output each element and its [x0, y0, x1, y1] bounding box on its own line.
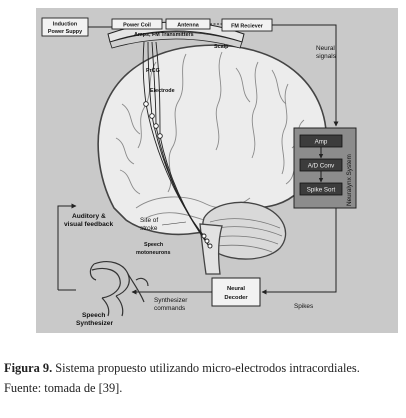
- feedback-line1: Auditory &: [72, 213, 106, 220]
- electrode-tips: [143, 101, 213, 249]
- induction-power-line1: Induction: [53, 22, 77, 28]
- caption-label: Figura 9.: [4, 361, 53, 375]
- electrode-label: Electrode: [150, 88, 175, 94]
- ad-conv-label: A/D Conv: [308, 163, 335, 170]
- spike-sort-label: Spike Sort: [307, 187, 336, 194]
- feedback-line2: visual feedback: [64, 221, 113, 228]
- antenna-box: Antenna: [165, 18, 211, 30]
- power-coil-label: Power Coil: [123, 23, 151, 29]
- neural-signals-line2: signals: [316, 53, 336, 60]
- neural-decoder-line2: Decoder: [224, 295, 248, 301]
- spikes-label: Spikes: [294, 303, 313, 310]
- site-stroke-line1: Site of: [140, 217, 158, 224]
- induction-power-line2: Power Suppy: [48, 29, 82, 35]
- caption-line: Figura 9. Sistema propuesto utilizando m…: [4, 358, 404, 378]
- synth-commands-line2: commands: [154, 305, 185, 312]
- amp-label: Amp: [315, 139, 328, 146]
- vocal-tract-illustration: [89, 261, 149, 317]
- brain-illustration: [97, 44, 328, 275]
- speech-motoneurons-line1: Speech: [144, 242, 163, 248]
- fm-receiver-box: FM Reciever: [221, 18, 273, 32]
- induction-power-box: Induction Power Suppy: [41, 17, 89, 37]
- scalp-label: Scalp: [214, 44, 229, 50]
- speech-motoneurons-line2: motoneurons: [136, 250, 170, 256]
- diagram-canvas: Amps, FM Transmitters Scalp Induction Po…: [41, 17, 357, 327]
- antenna-label: Antenna: [177, 23, 200, 29]
- neural-signals-line1: Neural: [316, 45, 335, 52]
- speech-synth-line1: Speech: [82, 312, 105, 319]
- neural-signals-arrow: [272, 24, 339, 127]
- site-stroke-line2: stroke: [140, 225, 158, 232]
- feedback-arrow: [57, 203, 77, 290]
- neural-decoder-line1: Neural: [227, 286, 245, 292]
- system-diagram: Amps, FM Transmitters Scalp Induction Po…: [36, 8, 398, 333]
- power-coil-box: Power Coil: [111, 18, 163, 30]
- caption-source: Fuente: tomada de [39].: [4, 381, 123, 395]
- synth-commands-line1: Synthesizer: [154, 297, 188, 304]
- prcg-label: PrCG: [146, 68, 160, 74]
- electrode-wires: [142, 41, 211, 249]
- speech-synth-line2: Synthesizer: [76, 320, 113, 327]
- spikes-arrow: [261, 208, 337, 295]
- fm-receiver-label: FM Reciever: [231, 24, 264, 30]
- caption-text: Sistema propuesto utilizando micro-elect…: [52, 361, 360, 375]
- neuralynx-system: Amp A/D Conv Spike Sort Neuralynx System: [293, 127, 357, 209]
- amps-fm-label: Amps, FM Transmitters: [134, 32, 194, 38]
- neural-decoder-box: Neural Decoder: [211, 277, 261, 307]
- neuralynx-label: Neuralynx System: [346, 154, 353, 206]
- figure-caption: Figura 9. Sistema propuesto utilizando m…: [4, 358, 404, 398]
